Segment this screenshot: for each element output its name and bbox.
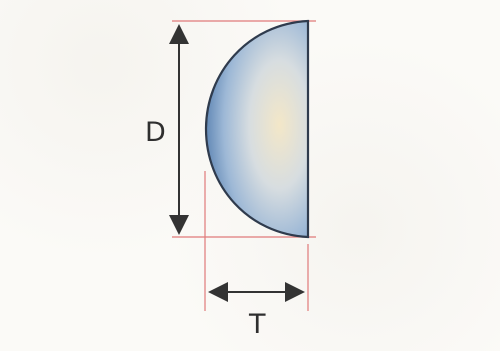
hemisphere-shape	[204, 19, 310, 239]
diameter-label: D	[145, 117, 166, 148]
thickness-label: T	[248, 309, 266, 340]
